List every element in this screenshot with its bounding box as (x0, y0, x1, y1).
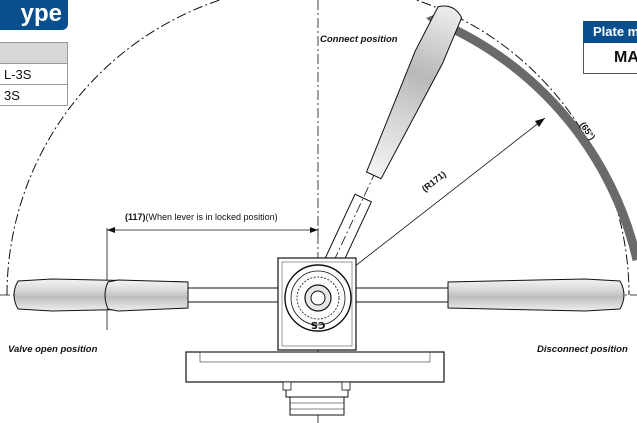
lever-valve-open (13, 278, 287, 312)
plate-value: MA (583, 43, 637, 74)
type-cell: 3S (0, 84, 68, 106)
type-table: L-3S 3S (0, 42, 68, 106)
connect-position-label: Connect position (320, 34, 398, 45)
valve-body: CS (185, 257, 445, 416)
radius-arrow (535, 118, 545, 127)
type-table-row: 3S (0, 84, 68, 106)
width-note: (When lever is in locked position) (145, 212, 278, 222)
lever-disconnect (349, 278, 625, 312)
disconnect-position-label: Disconnect position (537, 344, 628, 355)
plate-title: Plate m (583, 21, 637, 43)
svg-text:CS: CS (311, 319, 326, 330)
angle-arc (436, 17, 637, 262)
width-arrow-left (107, 227, 115, 233)
type-table-row (0, 42, 68, 64)
type-cell: L-3S (0, 63, 68, 85)
type-header: ype (0, 0, 68, 30)
plate-box: Plate m MA (583, 21, 637, 76)
valve-open-position-label: Valve open position (8, 344, 98, 355)
type-table-row: L-3S (0, 63, 68, 85)
width-dimension-label: (117)(When lever is in locked position) (125, 212, 278, 222)
width-arrow-right (310, 227, 318, 233)
width-value: (117) (125, 212, 146, 222)
type-cell (0, 42, 68, 64)
